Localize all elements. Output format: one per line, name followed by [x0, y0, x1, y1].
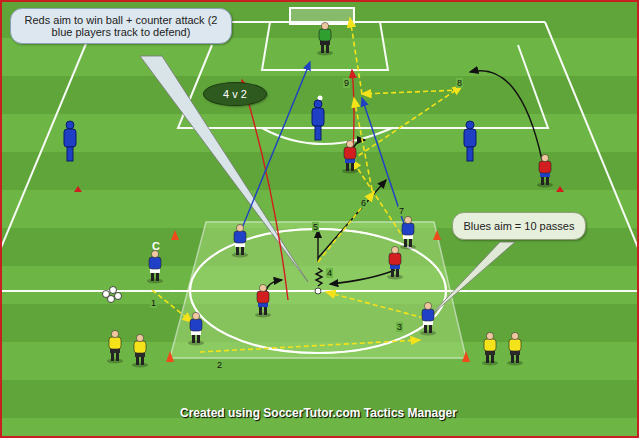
- callout-text: Blues aim = 10 passes: [461, 220, 577, 232]
- callout-number: 6: [360, 198, 367, 208]
- drill-label-oval: 4 v 2: [203, 82, 267, 106]
- callout-number: 1: [150, 298, 157, 308]
- callout-box: Reds aim to win ball + counter attack (2…: [10, 8, 232, 44]
- coach-label: C: [151, 241, 161, 251]
- callout-number: 9: [343, 78, 350, 88]
- callout-text: Reds aim to win ball + counter attack (2…: [19, 14, 223, 38]
- callout-number: 8: [456, 78, 463, 88]
- callout-number: 5: [312, 222, 319, 232]
- callout-text: 4 v 2: [208, 88, 262, 100]
- callout-number: 3: [396, 322, 403, 332]
- callout-box: Blues aim = 10 passes: [452, 212, 586, 240]
- watermark-caption: Created using SoccerTutor.com Tactics Ma…: [180, 406, 457, 420]
- callout-number: 4: [326, 268, 333, 278]
- callout-number: 2: [216, 360, 223, 370]
- callout-number: 7: [398, 206, 405, 216]
